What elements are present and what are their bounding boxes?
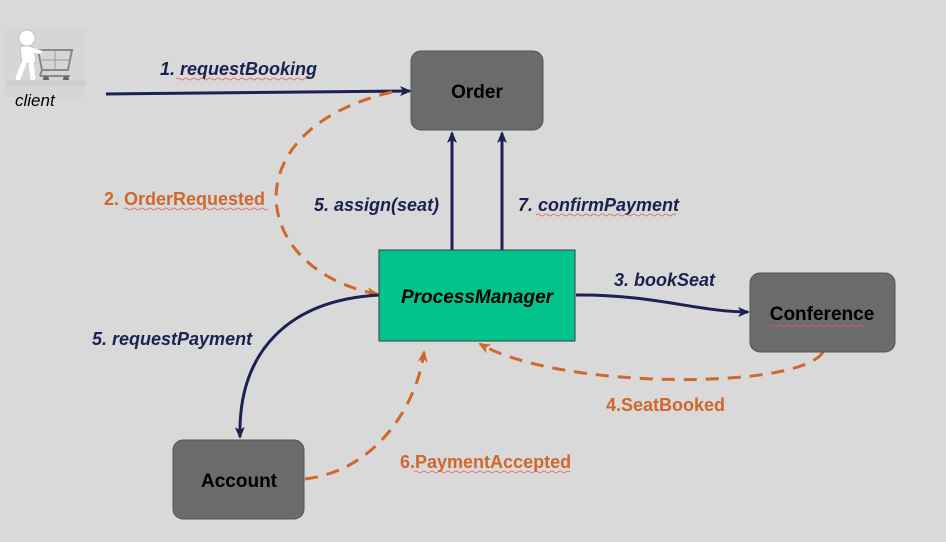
spellcheck-underline [123, 207, 269, 211]
spellcheck-underline [535, 213, 677, 217]
client-actor-icon [6, 28, 86, 98]
account-node[interactable]: Account [172, 439, 305, 520]
assign-seat-label: 5. assign(seat) [314, 195, 439, 215]
conference-node-label: Conference [770, 304, 875, 325]
order-node[interactable]: Order [410, 50, 544, 131]
request-payment-arrow [234, 293, 380, 439]
request-booking-arrow [105, 86, 412, 97]
spellcheck-underline [769, 324, 867, 328]
account-node-label: Account [201, 471, 278, 492]
spellcheck-underline [413, 470, 571, 474]
process-manager-node-label: ProcessManager [401, 287, 555, 308]
process-manager-node[interactable]: ProcessManager [378, 249, 576, 342]
seat-booked-label: 4.SeatBooked [606, 395, 725, 415]
book-seat-arrow [575, 293, 750, 317]
client-label: client [15, 91, 56, 110]
request-booking-label: 1. requestBooking [160, 59, 317, 79]
order-requested-label: 2. OrderRequested [104, 189, 265, 209]
order-requested-arrow [274, 90, 393, 298]
conference-node[interactable]: Conference [749, 272, 896, 353]
request-payment-label: 5. requestPayment [92, 329, 253, 349]
spellcheck-underline [175, 77, 309, 81]
payment-accepted-label: 6.PaymentAccepted [400, 452, 571, 472]
order-node-label: Order [451, 82, 503, 103]
seat-booked-arrow [478, 342, 825, 381]
payment-accepted-arrow [304, 350, 428, 481]
confirm-payment-label: 7. confirmPayment [518, 195, 680, 215]
book-seat-label: 3. bookSeat [614, 270, 716, 290]
